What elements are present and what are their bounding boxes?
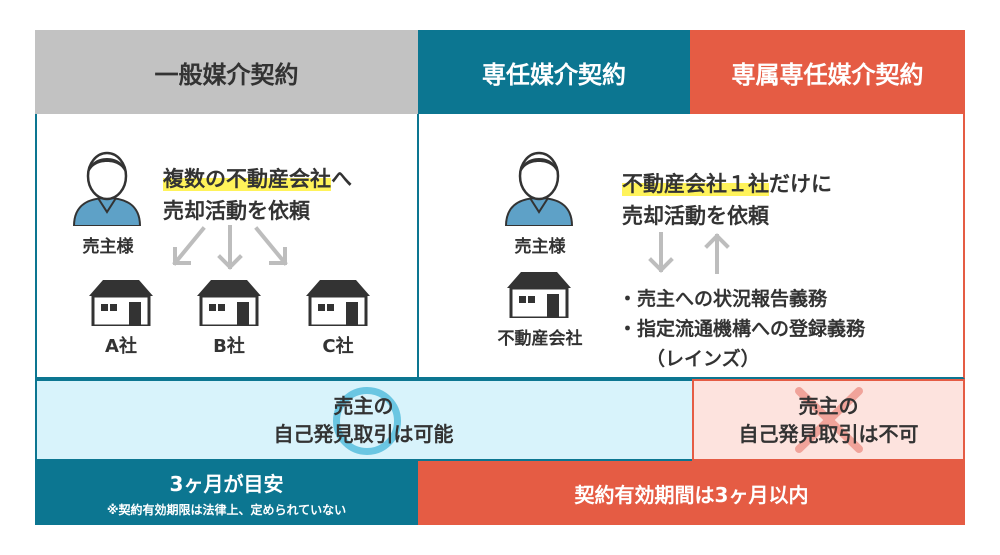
right-seller-label: 売主様 (514, 237, 566, 257)
duty-register: ・指定流通機構への登録義務 (618, 318, 866, 340)
distribution-arrows (165, 225, 295, 273)
general-validity-box: 3ヶ月が目安 ※契約有効期限は法律上、定められていない (35, 461, 418, 525)
duty-note: （レインズ） (646, 348, 760, 370)
exclusive-validity-title: 契約有効期間は3ヶ月以内 (574, 482, 809, 507)
left-line1-tail: へ (331, 167, 352, 191)
allowed-line2: 自己発見取引は可能 (273, 422, 454, 446)
right-panel (418, 114, 965, 379)
company-b-label: B社 (213, 336, 245, 357)
seller-label: 売主様 (82, 237, 134, 257)
header-general: 一般媒介契約 (35, 30, 418, 114)
agency-label: 不動産会社 (497, 329, 583, 349)
right-seller-person-icon (504, 142, 574, 227)
exclusive-validity-box: 契約有効期間は3ヶ月以内 (418, 461, 965, 525)
multiple-agencies-highlight: 複数の不動産会社 (163, 167, 331, 191)
duty-list: ・売主への状況報告義務 ・指定流通機構への登録義務 （レインズ） (618, 284, 865, 374)
prohibited-text: 売主の 自己発見取引は不可 (692, 392, 965, 448)
allowed-circle-mark (333, 387, 401, 455)
allowed-line1: 売主の (333, 394, 394, 418)
agency-house-icon (503, 270, 575, 320)
prohibited-x-mark (793, 385, 865, 455)
house-icon-b (193, 278, 265, 328)
prohibited-line2: 自己発見取引は不可 (738, 422, 919, 446)
general-validity-title: 3ヶ月が目安 (169, 472, 284, 496)
single-agency-highlight: 不動産会社１社 (622, 172, 769, 196)
header-exclusive-dedicated: 専属専任媒介契約 (690, 30, 965, 114)
right-line2: 売却活動を依頼 (622, 204, 769, 228)
duty-report: ・売主への状況報告義務 (618, 288, 828, 310)
house-icon-a (85, 278, 157, 328)
allowed-text: 売主の 自己発見取引は可能 (35, 392, 692, 448)
left-request-text: 複数の不動産会社へ 売却活動を依頼 (163, 163, 352, 227)
two-way-arrows (645, 230, 735, 276)
right-request-text: 不動産会社１社だけに 売却活動を依頼 (622, 168, 832, 232)
prohibited-line1: 売主の (798, 394, 859, 418)
company-c-label: C社 (322, 336, 354, 357)
header-exclusive-label: 専任媒介契約 (482, 60, 626, 89)
header-general-label: 一般媒介契約 (154, 60, 299, 89)
header-exclusive-dedicated-label: 専属専任媒介契約 (731, 60, 924, 89)
header-exclusive: 専任媒介契約 (418, 30, 690, 114)
left-line2: 売却活動を依頼 (163, 199, 310, 223)
right-line1-tail: だけに (769, 172, 832, 196)
company-a-label: A社 (105, 336, 137, 357)
seller-person-icon (72, 142, 142, 227)
house-icon-c (302, 278, 374, 328)
general-validity-note: ※契約有効期限は法律上、定められていない (106, 503, 347, 517)
